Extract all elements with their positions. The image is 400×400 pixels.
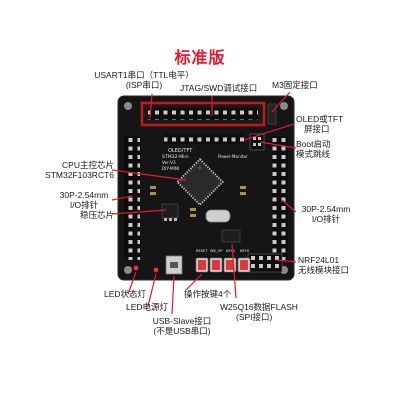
label-flash-line2: (SPI接口)	[236, 312, 273, 322]
label-usb-line2: (不是USB串口)	[153, 326, 211, 336]
mcu-chip	[175, 157, 225, 207]
oled-header: OLED/TFT	[164, 134, 244, 154]
label-jtag: JTAG/SWD调试接口	[180, 83, 258, 93]
usb-connector	[165, 255, 183, 275]
silk-mcu-3: DIY-MINI	[162, 166, 179, 171]
label-m3: M3固定接口	[272, 80, 318, 90]
label-usb: USB-Slave接口 (不是USB串口)	[138, 316, 226, 336]
label-flash-line1: W25Q16数据FLASH	[220, 302, 298, 312]
label-usart-line2: (ISP串口)	[125, 80, 163, 90]
silk-key-0: KEY0	[240, 249, 250, 253]
label-keys: 操作按键4个	[184, 289, 232, 299]
label-io-left-line2: I/O排针	[69, 200, 99, 210]
power-led	[153, 267, 159, 273]
m3-post	[267, 103, 277, 125]
mount-hole	[124, 102, 132, 110]
silk-key-wkup: WK_UP	[210, 249, 223, 253]
mount-hole	[124, 266, 132, 274]
nrf-header	[247, 253, 283, 273]
label-cpu-line1: CPU主控芯片	[62, 160, 114, 170]
status-led	[133, 265, 139, 271]
label-io-left: 30P-2.54mm I/O排针	[54, 190, 114, 210]
crystal	[205, 209, 231, 223]
label-oled: OLED或TFT 屏接口	[296, 114, 343, 134]
label-usb-line1: USB-Slave接口	[152, 316, 212, 326]
label-flash: W25Q16数据FLASH (SPI接口)	[220, 302, 298, 322]
label-io-right-line2: I/O排针	[311, 214, 341, 224]
silk-mcu-1: STM32-Mini	[162, 154, 189, 160]
mount-hole	[280, 102, 288, 110]
silk-power: Power-Monitor	[218, 154, 248, 159]
label-io-right: 30P-2.54mm I/O排针	[296, 204, 356, 224]
key-buttons	[195, 257, 251, 273]
label-cpu: CPU主控芯片 STM32F103RCT6	[30, 160, 114, 180]
silk-mcu-2: Ver:V3	[162, 160, 176, 165]
silk-key-1: KEY1	[226, 249, 235, 253]
label-nrf-line2: 无线模块接口	[298, 265, 350, 275]
label-regulator: 稳压芯片	[79, 210, 114, 220]
label-led-status: LED状态灯	[104, 289, 147, 299]
label-nrf-line1: NRF24L01	[298, 255, 340, 265]
oled-silk: OLED/TFT	[168, 148, 193, 154]
label-oled-line1: OLED或TFT	[296, 114, 344, 124]
left-io-header	[124, 136, 140, 260]
label-oled-line2: 屏接口	[304, 124, 330, 134]
flash-chip	[221, 229, 241, 243]
label-usart-line1: USART1串口（TTL电平）	[94, 70, 194, 80]
label-boot-line2: 模式跳线	[296, 149, 331, 159]
label-io-left-line1: 30P-2.54mm	[59, 190, 109, 200]
label-nrf: NRF24L01 无线模块接口	[298, 255, 349, 275]
label-boot: Boot启动 模式跳线	[296, 139, 331, 159]
label-usart: USART1串口（TTL电平） (ISP串口)	[84, 70, 204, 90]
label-io-right-line1: 30P-2.54mm	[301, 204, 351, 214]
silk-key-reset: RESET	[196, 249, 208, 253]
page-title: 标准版	[174, 50, 226, 67]
right-io-header	[272, 136, 288, 260]
label-led-power: LED电源灯	[126, 302, 169, 312]
label-cpu-line2: STM32F103RCT6	[45, 170, 114, 180]
leader-lines	[111, 91, 297, 315]
jtag-connector	[140, 101, 266, 127]
label-boot-line1: Boot启动	[296, 139, 331, 149]
regulator-chip	[161, 203, 179, 219]
